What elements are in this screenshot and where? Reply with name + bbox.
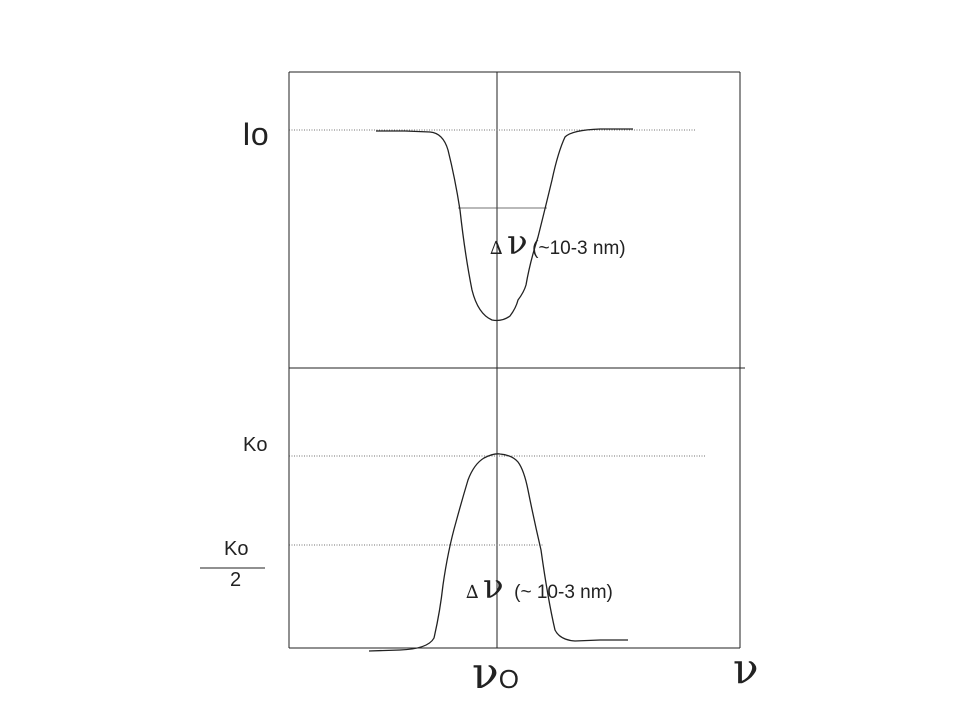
bottom-linewidth-annotation: ∆ ν (~ 10-3 nm) [466, 570, 613, 604]
top-width-note: (~10-3 nm) [532, 238, 626, 259]
i0-label: Io [242, 116, 269, 152]
half-k0-denominator: 2 [230, 569, 242, 591]
absorption-dip-curve [376, 128, 633, 322]
half-k0-numerator: Ko [224, 538, 249, 560]
top-linewidth-annotation: ∆ ν (~10-3 nm) [490, 226, 626, 260]
frequency-axis-label: ν [733, 644, 759, 693]
k0-label: Ko [243, 434, 268, 456]
bottom-width-note: (~ 10-3 nm) [514, 582, 613, 603]
absorption-coefficient-curve [368, 453, 628, 652]
top-nu-symbol: ν [507, 223, 528, 263]
bottom-delta-symbol: ∆ [466, 582, 479, 603]
center-nu-symbol: ν [472, 648, 499, 699]
bottom-nu-symbol: ν [483, 567, 504, 607]
top-delta-symbol: ∆ [490, 238, 503, 259]
center-frequency-label: νO [472, 652, 519, 696]
center-nu-subscript: O [498, 664, 519, 694]
